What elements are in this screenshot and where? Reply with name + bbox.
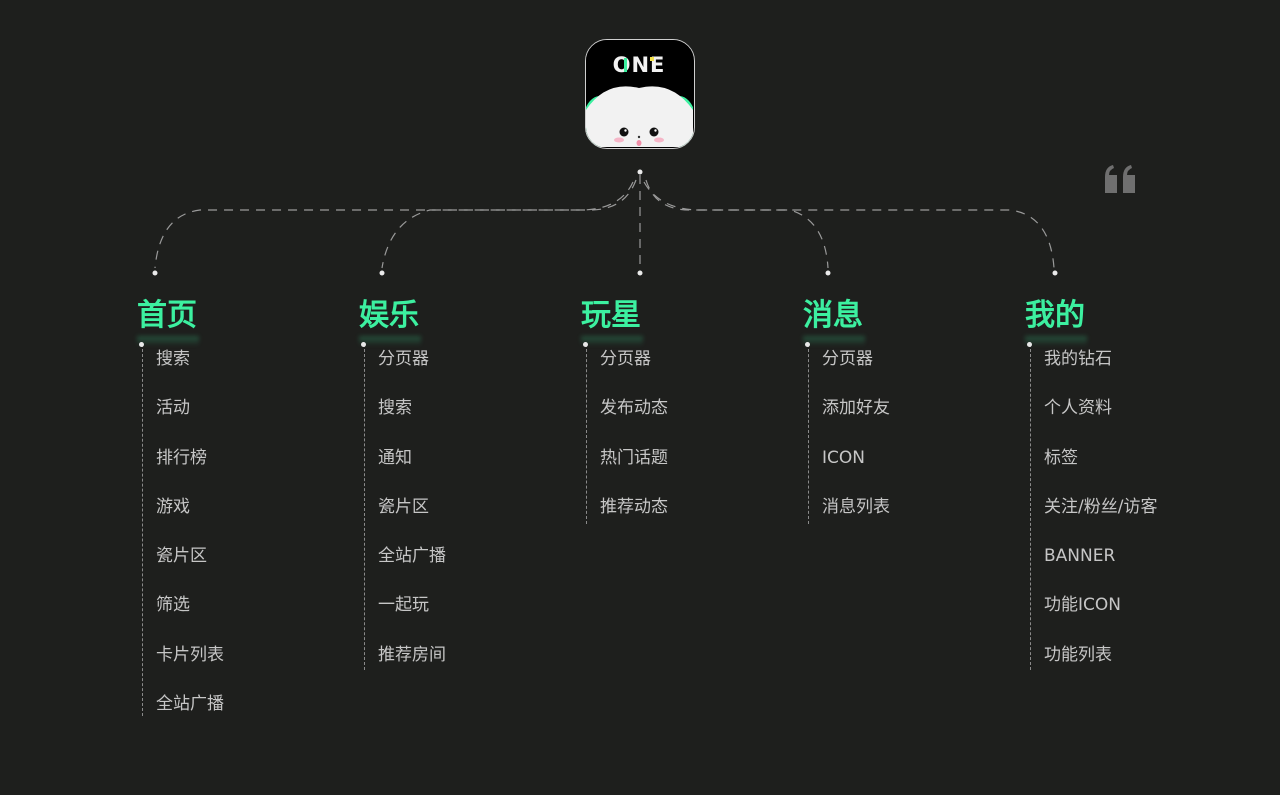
dashed-guide — [1030, 344, 1031, 670]
list-item: BANNER — [1044, 546, 1116, 567]
column-messages: 消息 分页器 添加好友 ICON 消息列表 — [803, 296, 1003, 541]
list-item: 分页器 — [822, 349, 873, 369]
list-item: 发布动态 — [600, 398, 668, 419]
list-item: 关注/粉丝/访客 — [1044, 496, 1158, 517]
dashed-guide — [142, 344, 143, 716]
list-item: 分页器 — [378, 349, 429, 369]
list-item: 全站广播 — [378, 546, 446, 567]
item-list: 分页器 添加好友 ICON 消息列表 — [803, 342, 1003, 541]
column-title: 消息 — [803, 296, 1003, 336]
list-item: 游戏 — [156, 496, 190, 517]
column-entertainment: 娱乐 分页器 搜索 通知 瓷片区 全站广播 一起玩 推荐房间 — [359, 296, 559, 689]
list-item: 我的钻石 — [1044, 349, 1112, 369]
guide-dot — [139, 342, 144, 347]
list-item: ICON — [822, 447, 865, 468]
list-item: 瓷片区 — [156, 546, 207, 567]
column-title: 娱乐 — [359, 296, 559, 336]
item-list: 我的钻石 个人资料 标签 关注/粉丝/访客 BANNER 功能ICON 功能列表 — [1025, 342, 1225, 689]
list-item: 卡片列表 — [156, 644, 224, 665]
list-item: 添加好友 — [822, 398, 890, 419]
list-item: 搜索 — [378, 398, 412, 419]
list-item: 消息列表 — [822, 496, 890, 517]
guide-dot — [1027, 342, 1032, 347]
item-list: 分页器 发布动态 热门话题 推荐动态 — [581, 342, 781, 541]
app-logo: ONE — [586, 40, 693, 147]
column-title: 我的 — [1025, 296, 1225, 336]
list-item: 活动 — [156, 398, 190, 419]
column-title: 首页 — [137, 296, 337, 336]
list-item: 搜索 — [156, 349, 190, 369]
column-title: 玩星 — [581, 296, 781, 336]
quote-mark-icon — [1105, 165, 1135, 193]
list-item: 分页器 — [600, 349, 651, 369]
item-list: 搜索 活动 排行榜 游戏 瓷片区 筛选 卡片列表 全站广播 — [137, 342, 337, 738]
list-item: 推荐动态 — [600, 496, 668, 517]
list-item: 筛选 — [156, 595, 190, 616]
guide-dot — [805, 342, 810, 347]
list-item: 功能ICON — [1044, 595, 1121, 616]
list-item: 功能列表 — [1044, 644, 1112, 665]
list-item: 标签 — [1044, 447, 1078, 468]
list-item: 热门话题 — [600, 447, 668, 468]
list-item: 推荐房间 — [378, 644, 446, 665]
list-item: 全站广播 — [156, 694, 224, 715]
dashed-guide — [364, 344, 365, 670]
list-item: 个人资料 — [1044, 398, 1112, 419]
guide-dot — [583, 342, 588, 347]
column-play-star: 玩星 分页器 发布动态 热门话题 推荐动态 — [581, 296, 781, 541]
app-icon: ONE — [585, 39, 695, 149]
guide-dot — [361, 342, 366, 347]
column-mine: 我的 我的钻石 个人资料 标签 关注/粉丝/访客 BANNER 功能ICON 功… — [1025, 296, 1225, 689]
list-item: 通知 — [378, 447, 412, 468]
column-home: 首页 搜索 活动 排行榜 游戏 瓷片区 筛选 卡片列表 全站广播 — [137, 296, 337, 738]
item-list: 分页器 搜索 通知 瓷片区 全站广播 一起玩 推荐房间 — [359, 342, 559, 689]
logo-text: ONE — [613, 53, 666, 77]
list-item: 一起玩 — [378, 595, 429, 616]
dashed-guide — [808, 344, 809, 524]
list-item: 瓷片区 — [378, 496, 429, 517]
list-item: 排行榜 — [156, 447, 207, 468]
dashed-guide — [586, 344, 587, 524]
